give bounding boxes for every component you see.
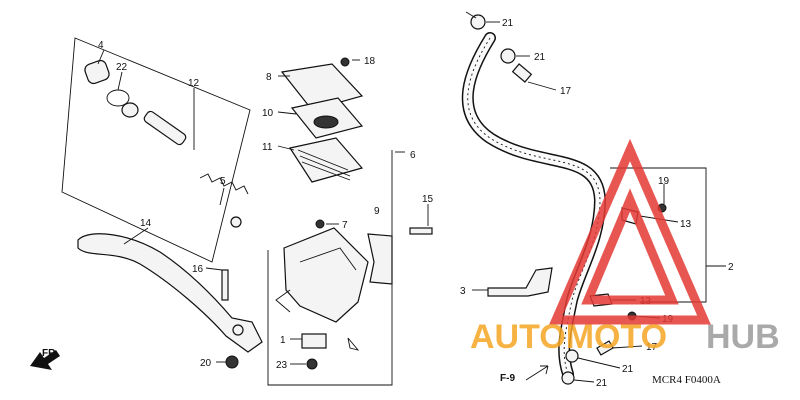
lever-pivot <box>232 324 244 336</box>
callout-11: 11 <box>262 142 273 153</box>
callout-21-bottom2: 21 <box>596 378 608 389</box>
callout-7: 7 <box>342 220 348 231</box>
washer-21-top <box>470 14 486 30</box>
callout-19-top: 19 <box>658 176 670 187</box>
callout-3: 3 <box>460 286 466 297</box>
nut-20 <box>225 355 239 369</box>
callout-15: 15 <box>422 194 434 205</box>
callout-21-top: 21 <box>502 18 514 29</box>
callout-8: 8 <box>266 72 272 83</box>
diagram-code: MCR4 F0400A <box>652 374 721 386</box>
ref-label: F-9 <box>500 373 515 384</box>
bolt-15 <box>409 227 433 235</box>
callout-17-top: 17 <box>560 86 572 97</box>
arrow-indicator <box>347 337 360 351</box>
callout-16: 16 <box>192 264 204 275</box>
callout-2: 2 <box>728 262 734 273</box>
callout-9: 9 <box>374 206 380 217</box>
piston-parts <box>84 59 249 228</box>
callout-5: 5 <box>220 176 226 187</box>
callout-1: 1 <box>280 335 286 346</box>
piston-kit-frame <box>61 37 251 263</box>
callout-12: 12 <box>188 78 200 89</box>
bolt-17-top <box>511 63 533 83</box>
master-cylinder-body <box>283 227 369 323</box>
watermark-logo: AUTOMOTO HUB <box>470 138 780 356</box>
callout-17-bottom: 17 <box>646 342 658 353</box>
callout-10: 10 <box>262 108 274 119</box>
brake-lever <box>77 233 263 353</box>
boot-part <box>84 59 110 85</box>
callout-22: 22 <box>116 62 128 73</box>
cap-screw-7 <box>315 219 325 229</box>
washer-21-mid <box>500 48 516 64</box>
hose-guide-3 <box>487 267 553 297</box>
end-seal-part <box>230 216 242 228</box>
direction-label: FR. <box>42 348 58 359</box>
callout-21-bottom1: 21 <box>622 364 634 375</box>
washer-21-bottom2 <box>561 371 575 385</box>
leader-lines <box>97 11 679 383</box>
front-direction-arrow <box>30 350 60 370</box>
callout-21-mid: 21 <box>534 52 546 63</box>
diaphragm-seal <box>289 137 364 183</box>
callout-6: 6 <box>410 150 416 161</box>
callout-18: 18 <box>364 56 376 67</box>
pivot-bolt-16 <box>221 269 229 301</box>
cylinder-detail <box>275 247 357 313</box>
watermark-triangle-outer <box>549 138 711 325</box>
piston-part <box>143 110 187 146</box>
screw-18 <box>340 57 350 67</box>
callout-13-top: 13 <box>680 219 692 230</box>
callout-20: 20 <box>200 358 212 369</box>
reservoir-cover <box>280 63 364 111</box>
screw-23 <box>306 358 318 370</box>
diaphragm <box>313 115 339 129</box>
callout-4: 4 <box>98 40 104 51</box>
ref-arrow <box>525 365 549 381</box>
bolt-17-bottom <box>596 340 614 356</box>
holder-9 <box>367 233 393 285</box>
callout-14: 14 <box>140 218 152 229</box>
watermark-text-auto: AUTOMOTO <box>470 318 667 356</box>
switch-1 <box>301 333 327 349</box>
watermark-text-hub: HUB <box>706 318 780 356</box>
seal-ribs <box>297 149 351 181</box>
washer-part <box>121 102 139 118</box>
callout-23: 23 <box>276 360 288 371</box>
spring-part <box>199 173 249 195</box>
washer-21-bottom1 <box>565 349 579 363</box>
watermark-triangle-inner <box>581 188 679 305</box>
